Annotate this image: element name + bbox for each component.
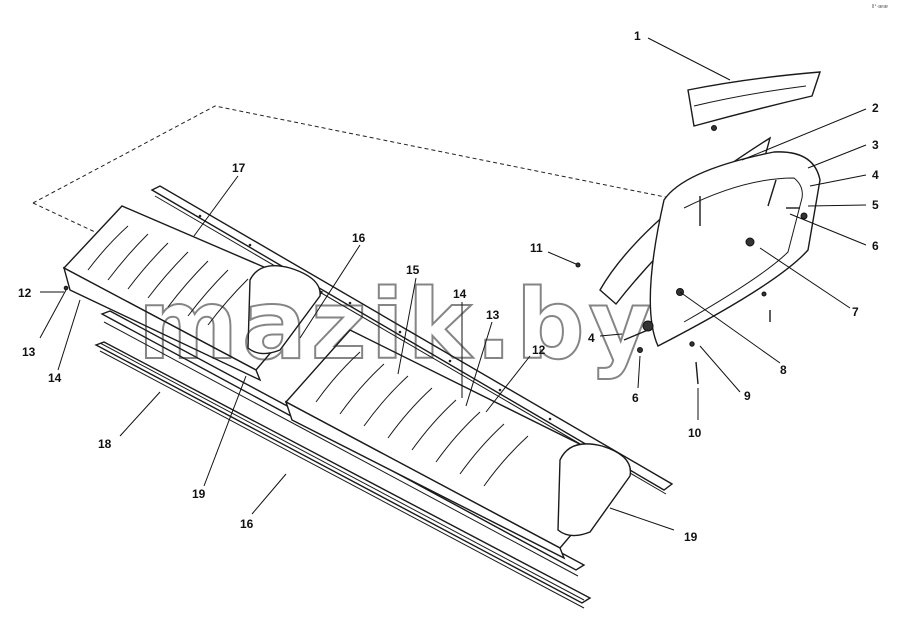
callout-1: 1: [634, 29, 641, 43]
callout-14-mid: 14: [453, 287, 467, 301]
hardware-bolts: [63, 179, 808, 385]
callout-13-mid: 13: [486, 308, 500, 322]
callout-6: 6: [872, 239, 879, 253]
leader-lines: [39, 37, 867, 531]
callout-12-left: 12: [18, 286, 32, 300]
assembly-guide-line-short: [32, 202, 96, 233]
callout-2: 2: [872, 101, 879, 115]
callout-7: 7: [852, 305, 859, 319]
top-cover: [687, 71, 821, 131]
callout-18: 18: [98, 437, 112, 451]
callout-17: 17: [232, 161, 246, 175]
slide-rail-outer: [94, 341, 592, 609]
callout-4-left: 4: [588, 331, 595, 345]
corner-mark: Ⅱ¹·ᴂᴂ: [872, 4, 888, 10]
assembly-guide-line: [32, 105, 681, 204]
callout-16-bottom: 16: [240, 517, 254, 531]
right-tray: [284, 329, 632, 560]
callout-15: 15: [406, 263, 420, 277]
watermark: mazik.by: [138, 269, 655, 381]
callout-14-left: 14: [48, 371, 62, 385]
callout-19-left: 19: [192, 487, 206, 501]
left-tray: [62, 205, 324, 382]
side-panel: [599, 136, 821, 347]
callout-labels: 1 2 3 4 5 6 7 8 9 10 11 4 6 17 16 15 14 …: [18, 29, 879, 544]
callout-4: 4: [872, 168, 879, 182]
callout-6-left: 6: [632, 391, 639, 405]
callout-8: 8: [780, 363, 787, 377]
callout-19-right: 19: [684, 530, 698, 544]
callout-12-mid: 12: [532, 343, 546, 357]
callout-10: 10: [688, 426, 702, 440]
callout-13-left: 13: [22, 345, 36, 359]
callout-5: 5: [872, 198, 879, 212]
callout-3: 3: [872, 138, 879, 152]
callout-9: 9: [744, 389, 751, 403]
callout-16-top: 16: [352, 231, 366, 245]
callout-11: 11: [530, 241, 543, 255]
